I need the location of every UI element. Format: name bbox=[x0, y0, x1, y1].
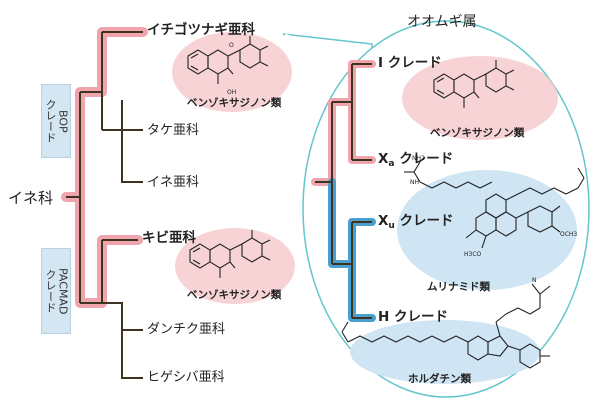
blob-inset-hordatine-2 bbox=[350, 320, 540, 384]
benzoxazinoid-structure-2 bbox=[189, 230, 271, 278]
clade-box-pacmad: PACMAD クレード bbox=[41, 248, 71, 334]
inset-branches bbox=[315, 63, 372, 319]
atom-hydroxyl: OH bbox=[227, 89, 236, 96]
root-label: イネ科 bbox=[8, 189, 54, 207]
benzoxazinoid-structure-inset bbox=[433, 60, 515, 108]
highlight-panicoideae bbox=[97, 235, 143, 308]
benzoxazinoid-structure-1 bbox=[187, 36, 269, 84]
compound-label-hordatine: ムリナミド類 bbox=[427, 281, 490, 293]
clade-label-pacmad: PACMAD クレード bbox=[44, 267, 70, 315]
highlight-pooideae bbox=[97, 27, 148, 97]
clade-Xa: Xa クレード bbox=[378, 151, 454, 169]
atom-methoxy2: H3CO bbox=[464, 251, 482, 258]
hordatine2-structure bbox=[341, 283, 551, 369]
atom-amine2: NH2 bbox=[412, 155, 425, 162]
tree-branches bbox=[66, 31, 143, 379]
compound-label-benzoxazinoid: ベンゾキサジノン類 bbox=[430, 127, 525, 139]
atom-oxygen: O bbox=[229, 42, 234, 49]
taxon-chloridoideae: ヒゲシバ亜科 bbox=[147, 370, 225, 385]
tree-highlights bbox=[61, 27, 148, 308]
blob-inset-hordatine bbox=[397, 170, 577, 290]
clade-H: H クレード bbox=[378, 309, 449, 325]
taxon-arundinoideae: ダンチク亜科 bbox=[147, 322, 226, 337]
clade-I: I クレード bbox=[378, 55, 442, 71]
atom-methoxy: OCH3 bbox=[560, 231, 577, 238]
atom-labels: O OH NH NH2 OCH3 H3CO N bbox=[227, 42, 577, 284]
compound-label-hordatine2: ホルダチン類 bbox=[408, 373, 471, 385]
clade-label-bop: BOP クレード bbox=[44, 99, 70, 143]
taxon-oryzoideae: イネ亜科 bbox=[147, 175, 200, 190]
hordatine-structure bbox=[404, 161, 585, 249]
taxon-pooideae: イチゴツナギ亜科 bbox=[147, 22, 255, 38]
inset-title: オオムギ属 bbox=[407, 14, 477, 30]
taxon-panicoideae: キビ亜科 bbox=[142, 230, 196, 246]
taxon-bambusoideae: タケ亜科 bbox=[147, 123, 200, 138]
clade-Xu: Xu クレード bbox=[378, 213, 454, 231]
clade-box-bop: BOP クレード bbox=[41, 84, 71, 158]
compound-label-left-1: ベンゾキサジノン類 bbox=[187, 97, 282, 109]
compound-label-left-2: ベンゾキサジノン類 bbox=[187, 289, 282, 301]
atom-amine: NH bbox=[410, 179, 419, 186]
atom-nitrogen: N bbox=[532, 277, 537, 284]
blob-inset-benzoxazinoid bbox=[402, 56, 558, 140]
